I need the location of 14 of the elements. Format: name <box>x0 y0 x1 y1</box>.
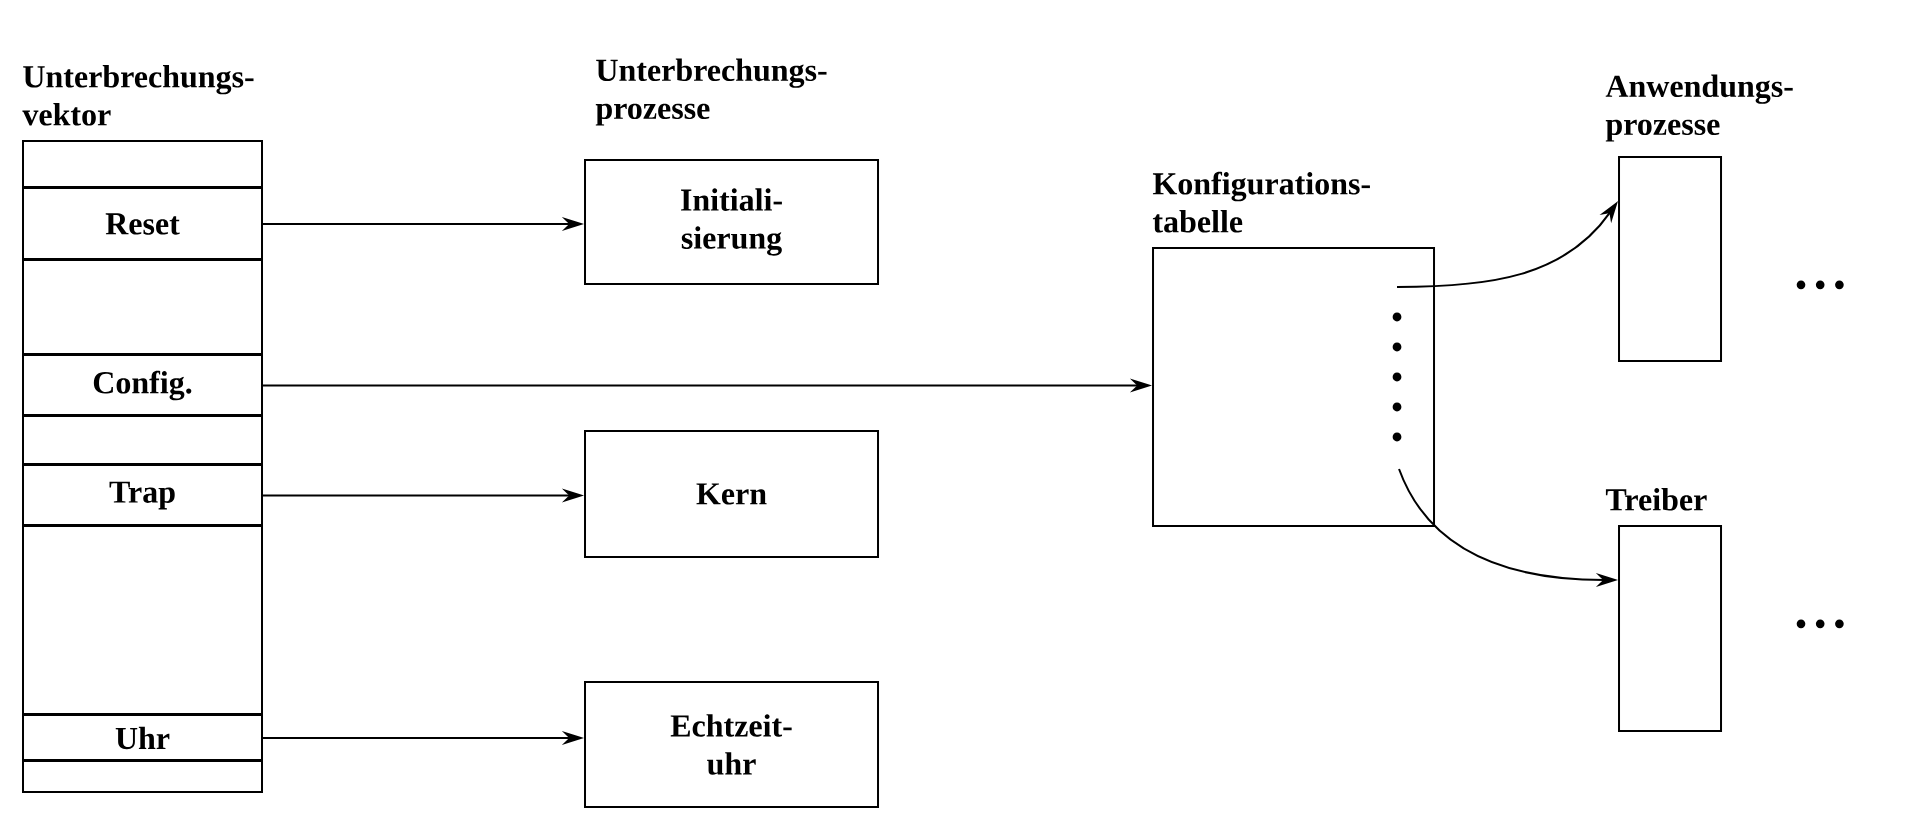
heading: Konfigurations- tabelle <box>1152 171 1370 233</box>
process-box: Kern <box>584 430 879 558</box>
ellipsis: • • • <box>1796 619 1844 629</box>
heading: Unterbrechungs- vektor <box>22 65 254 126</box>
ellipsis: • • • <box>1796 280 1844 290</box>
process-box: Initiali- sierung <box>584 159 879 285</box>
table-cell: Uhr <box>22 714 263 762</box>
heading: Anwendungs- prozesse <box>1605 74 1793 142</box>
heading: Treiber <box>1605 488 1707 511</box>
process-box: Echtzeit- uhr <box>584 681 879 808</box>
table-cell: Trap <box>22 464 263 527</box>
table-cell: Reset <box>22 187 263 261</box>
table-cell: Config. <box>22 354 263 417</box>
heading: Unterbrechungs- prozesse <box>595 58 827 126</box>
